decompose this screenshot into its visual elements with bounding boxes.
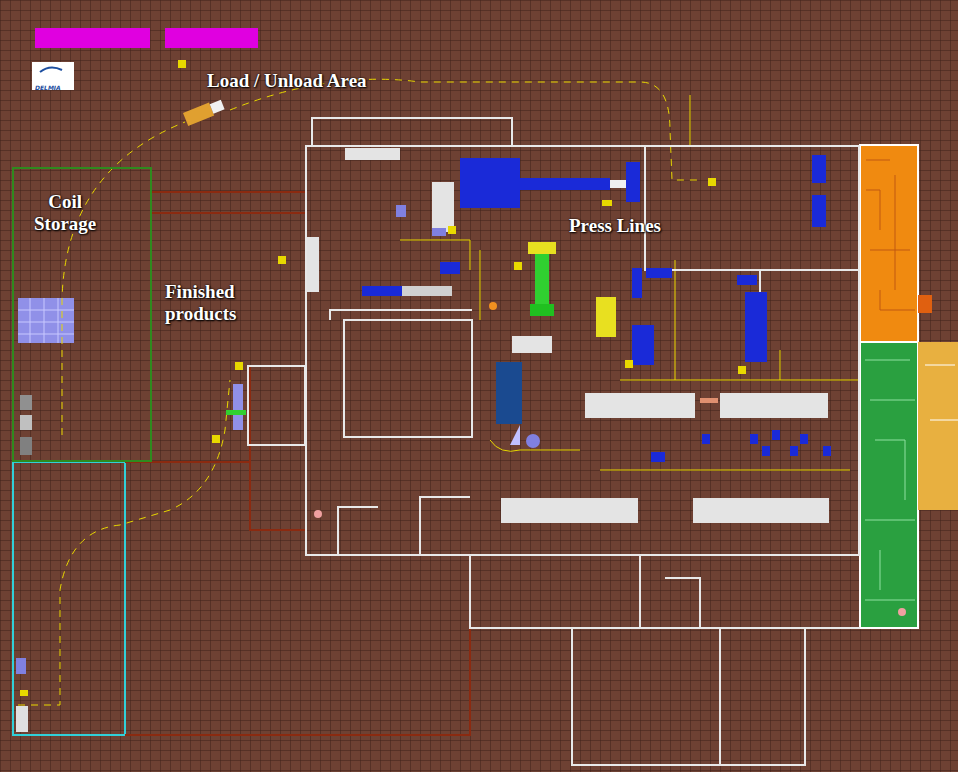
logo-text: DELMIA	[35, 84, 61, 91]
marker	[178, 60, 186, 68]
label-holder: Load / Unload Area	[207, 70, 367, 92]
logo-box	[32, 62, 74, 90]
zone-region: Press Lines	[305, 145, 860, 556]
truck	[183, 98, 225, 126]
area-label: Finished products	[165, 281, 236, 325]
route-line	[125, 192, 470, 735]
coil-stack	[18, 298, 74, 455]
marker	[898, 608, 906, 616]
building-walls	[248, 118, 860, 765]
label-holder: Finished products	[165, 281, 236, 325]
zone-region: Coil Storage	[12, 167, 152, 462]
zone-title: Press Lines	[569, 215, 661, 237]
marker	[20, 690, 28, 696]
storage-area	[13, 462, 125, 735]
office-zone	[860, 342, 918, 628]
logo-swoosh	[40, 67, 62, 72]
rack	[16, 658, 26, 674]
marker	[212, 178, 746, 443]
office-zone	[860, 145, 918, 342]
zone-title: Coil Storage	[34, 191, 96, 235]
agv-path	[400, 95, 860, 470]
storage-bar	[35, 28, 150, 48]
office-walls	[925, 365, 958, 420]
office-walls	[865, 360, 915, 600]
label-holder: DELMIA	[35, 76, 61, 94]
office-zone	[918, 342, 958, 510]
office-walls	[866, 160, 915, 310]
office-zone	[918, 295, 932, 313]
rack	[16, 706, 28, 732]
storage-bar	[165, 28, 258, 48]
agv-path	[18, 79, 700, 705]
area-label: Load / Unload Area	[207, 70, 367, 92]
press-machine	[226, 155, 831, 518]
work-table	[305, 148, 829, 523]
